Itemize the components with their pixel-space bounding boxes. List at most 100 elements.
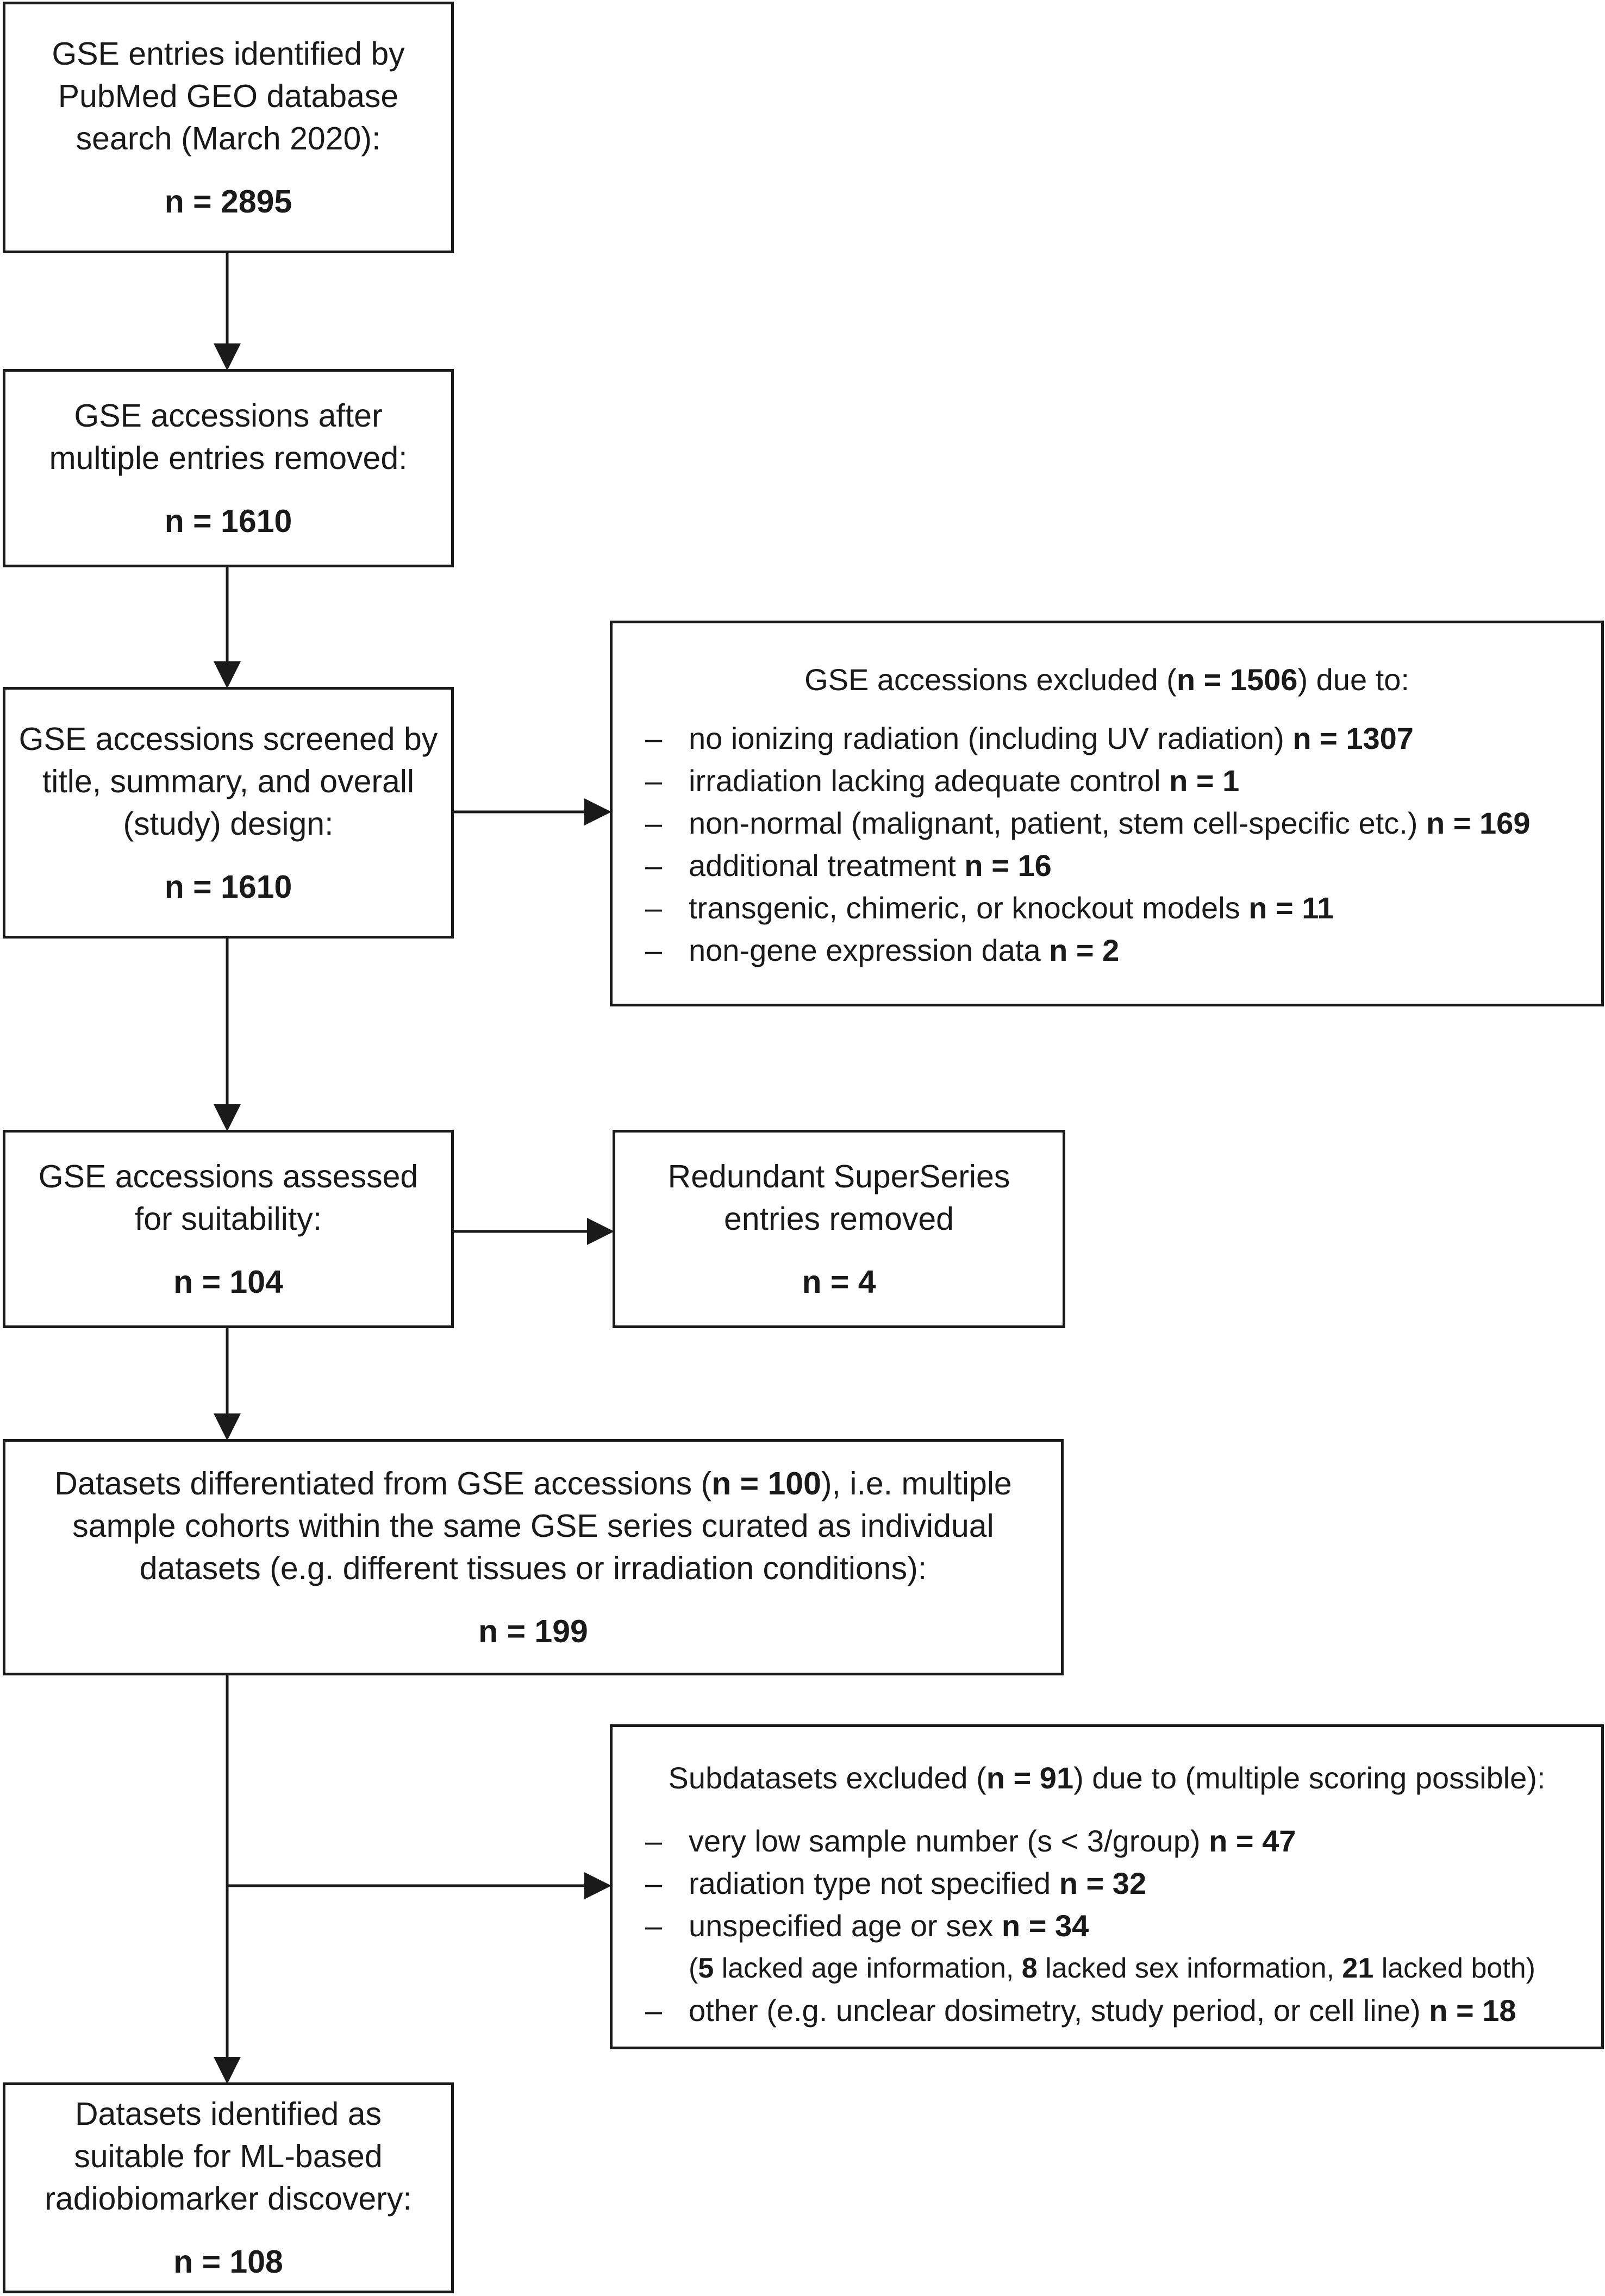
excluded-heading: Subdatasets excluded (n = 91) due to (mu… bbox=[623, 1757, 1590, 1799]
text-span: ( bbox=[689, 1953, 698, 1984]
text-span: lacked sex information, bbox=[1037, 1953, 1342, 1984]
bold-span: n = 100 bbox=[711, 1465, 821, 1502]
bold-span: 5 bbox=[698, 1953, 714, 1984]
box-count: n = 2895 bbox=[164, 183, 292, 220]
dash-bullet: – bbox=[645, 1824, 663, 1858]
dash-bullet: – bbox=[645, 1866, 663, 1900]
box-count: n = 4 bbox=[802, 1263, 876, 1300]
box-line: sample cohorts within the same GSE serie… bbox=[72, 1507, 994, 1544]
list-item: –additional treatment n = 16 bbox=[623, 844, 1590, 887]
box-text: GSE accessions assessed for suitability: bbox=[39, 1155, 419, 1240]
box-line: Datasets differentiated from GSE accessi… bbox=[54, 1462, 1012, 1505]
list-item: –very low sample number (s < 3/group) n … bbox=[623, 1820, 1590, 1862]
box-accessions-excluded: GSE accessions excluded (n = 1506) due t… bbox=[610, 621, 1604, 1006]
item-count: n = 16 bbox=[964, 848, 1052, 883]
list-item: –non-gene expression data n = 2 bbox=[623, 929, 1590, 972]
list-item: –no ionizing radiation (including UV rad… bbox=[623, 717, 1590, 760]
box-count: n = 1610 bbox=[164, 868, 292, 905]
box-line: PubMed GEO database bbox=[58, 78, 399, 114]
text-span: Subdatasets excluded ( bbox=[668, 1761, 986, 1795]
text-span: ), i.e. multiple bbox=[821, 1465, 1012, 1502]
item-count: n = 2 bbox=[1049, 933, 1120, 967]
box-assessed-suitability: GSE accessions assessed for suitability:… bbox=[3, 1130, 454, 1328]
text-span: ) due to: bbox=[1297, 662, 1409, 697]
box-text: Redundant SuperSeries entries removed bbox=[668, 1155, 1010, 1240]
item-text: unspecified age or sex bbox=[689, 1909, 1002, 1943]
box-line: radiobiomarker discovery: bbox=[45, 2181, 412, 2217]
item-text: other (e.g. unclear dosimetry, study per… bbox=[689, 1993, 1429, 2028]
item-text: additional treatment bbox=[689, 848, 965, 883]
box-line: entries removed bbox=[723, 1200, 954, 1237]
box-line: GSE accessions screened by bbox=[18, 721, 438, 757]
box-accessions-screened: GSE accessions screened by title, summar… bbox=[3, 687, 454, 939]
exclusion-list: –very low sample number (s < 3/group) n … bbox=[623, 1820, 1590, 2032]
box-line: search (March 2020): bbox=[76, 120, 381, 157]
dash-bullet: – bbox=[645, 806, 663, 840]
box-count: n = 108 bbox=[173, 2244, 283, 2280]
item-text: transgenic, chimeric, or knockout models bbox=[689, 891, 1249, 925]
list-item: –other (e.g. unclear dosimetry, study pe… bbox=[623, 1990, 1590, 2032]
box-datasets-suitable: Datasets identified as suitable for ML-b… bbox=[3, 2082, 454, 2293]
list-item: –unspecified age or sex n = 34 bbox=[623, 1905, 1590, 1947]
box-line: GSE accessions assessed bbox=[38, 1158, 419, 1194]
item-text: very low sample number (s < 3/group) bbox=[689, 1824, 1209, 1858]
list-item: –radiation type not specified n = 32 bbox=[623, 1862, 1590, 1905]
item-text: irradiation lacking adequate control bbox=[689, 764, 1170, 798]
box-multiple-entries-removed: GSE accessions after multiple entries re… bbox=[3, 369, 454, 567]
box-count: n = 1610 bbox=[164, 503, 292, 539]
dash-bullet: – bbox=[645, 1909, 663, 1943]
list-item: –transgenic, chimeric, or knockout model… bbox=[623, 887, 1590, 929]
box-line: suitable for ML-based bbox=[74, 2138, 383, 2174]
item-text: no ionizing radiation (including UV radi… bbox=[689, 721, 1293, 755]
box-line: datasets (e.g. different tissues or irra… bbox=[139, 1550, 927, 1586]
text-span: GSE accessions excluded ( bbox=[804, 662, 1177, 697]
text-span: lacked age information, bbox=[714, 1953, 1022, 1984]
item-text: radiation type not specified bbox=[689, 1866, 1059, 1900]
box-line: (study) design: bbox=[123, 805, 334, 842]
box-text: GSE entries identified by PubMed GEO dat… bbox=[52, 33, 404, 160]
dash-bullet: – bbox=[645, 721, 663, 755]
text-span: Datasets differentiated from GSE accessi… bbox=[54, 1465, 712, 1502]
box-line: Datasets identified as bbox=[74, 2096, 382, 2132]
dash-bullet: – bbox=[645, 933, 663, 967]
box-line: multiple entries removed: bbox=[49, 440, 408, 476]
item-text: non-gene expression data bbox=[689, 933, 1050, 967]
exclusion-list: –no ionizing radiation (including UV rad… bbox=[623, 717, 1590, 972]
item-count: n = 11 bbox=[1248, 891, 1334, 925]
item-count: n = 1 bbox=[1169, 764, 1240, 798]
box-datasets-differentiated: Datasets differentiated from GSE accessi… bbox=[3, 1439, 1064, 1675]
box-count: n = 199 bbox=[478, 1613, 588, 1649]
item-count: n = 34 bbox=[1001, 1909, 1089, 1943]
box-text: GSE accessions after multiple entries re… bbox=[49, 395, 407, 479]
box-text: Datasets identified as suitable for ML-b… bbox=[45, 2093, 411, 2220]
dash-bullet: – bbox=[645, 1993, 663, 2028]
dash-bullet: – bbox=[645, 848, 663, 883]
list-item: –irradiation lacking adequate control n … bbox=[623, 760, 1590, 802]
list-item-detail: (5 lacked age information, 8 lacked sex … bbox=[623, 1947, 1590, 1990]
item-count: n = 32 bbox=[1059, 1866, 1147, 1900]
bold-span: 21 bbox=[1342, 1953, 1374, 1984]
excluded-heading: GSE accessions excluded (n = 1506) due t… bbox=[623, 659, 1590, 701]
item-count: n = 47 bbox=[1209, 1824, 1296, 1858]
box-subdatasets-excluded: Subdatasets excluded (n = 91) due to (mu… bbox=[610, 1724, 1604, 2049]
bold-span: n = 1506 bbox=[1176, 662, 1298, 697]
item-count: n = 18 bbox=[1429, 1993, 1516, 2028]
box-line: for suitability: bbox=[134, 1200, 322, 1237]
dash-bullet: – bbox=[645, 891, 663, 925]
bold-span: 8 bbox=[1021, 1953, 1038, 1984]
box-redundant-superseries: Redundant SuperSeries entries removed n … bbox=[613, 1130, 1065, 1328]
item-count: n = 1307 bbox=[1292, 721, 1414, 755]
item-count: n = 169 bbox=[1426, 806, 1531, 840]
list-item: –non-normal (malignant, patient, stem ce… bbox=[623, 802, 1590, 844]
box-count: n = 104 bbox=[173, 1263, 283, 1300]
item-text: non-normal (malignant, patient, stem cel… bbox=[689, 806, 1426, 840]
dash-bullet: – bbox=[645, 764, 663, 798]
box-line: title, summary, and overall bbox=[42, 763, 415, 799]
box-gse-entries-identified: GSE entries identified by PubMed GEO dat… bbox=[3, 2, 454, 253]
text-span: lacked both) bbox=[1373, 1953, 1535, 1984]
box-line: Redundant SuperSeries bbox=[667, 1158, 1010, 1194]
box-line: GSE accessions after bbox=[74, 397, 383, 434]
box-text: GSE accessions screened by title, summar… bbox=[19, 718, 438, 845]
text-span: ) due to (multiple scoring possible): bbox=[1073, 1761, 1546, 1795]
